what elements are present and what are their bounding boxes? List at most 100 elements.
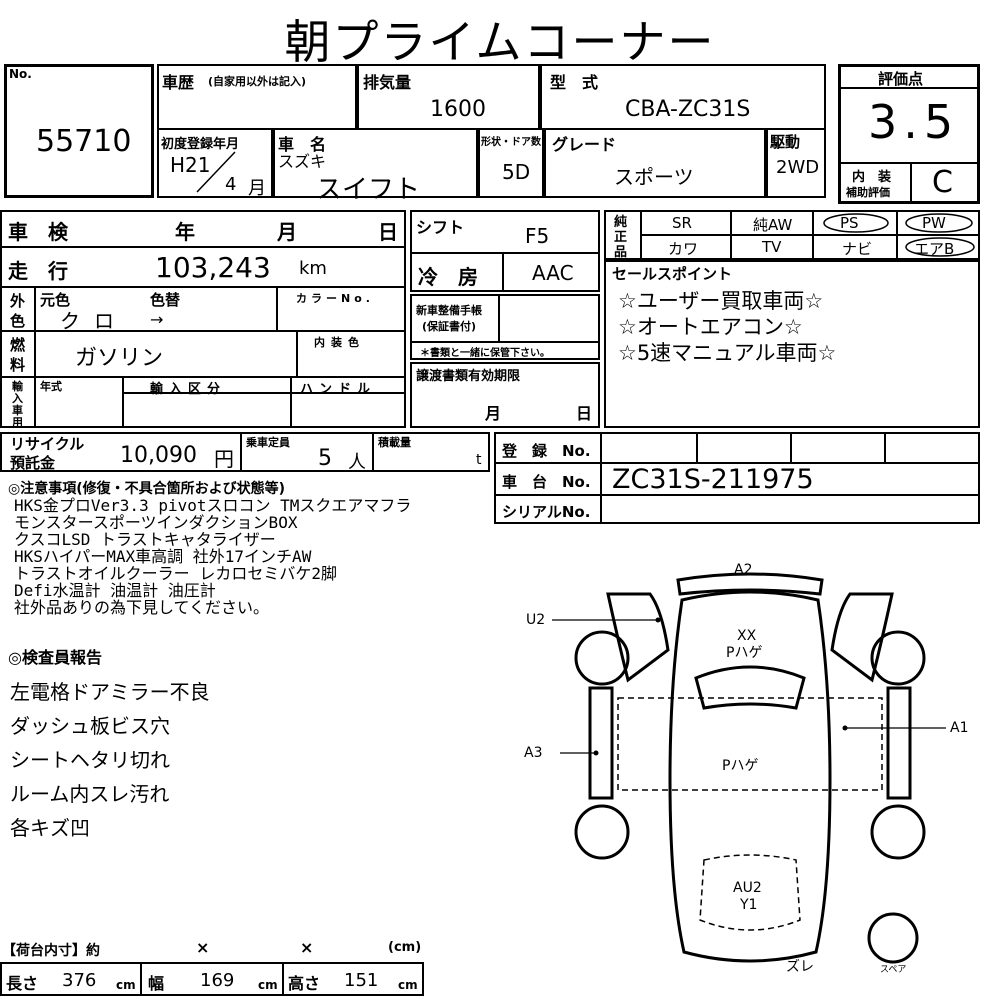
equip-sr: SR	[672, 214, 692, 232]
cargo-length-label: 長さ	[6, 974, 39, 993]
manual-cell	[410, 294, 600, 360]
drive-label: 駆動	[770, 133, 801, 151]
mileage-label: 走 行	[8, 259, 68, 283]
report-line: ルーム内スレ汚れ	[10, 782, 170, 806]
cargo-height: 151	[344, 970, 379, 991]
recycle-label-2: 預託金	[10, 454, 56, 472]
cargo-x2: ×	[300, 938, 314, 957]
ac-label: 冷 房	[418, 265, 478, 289]
car-name-label: 車 名	[278, 135, 327, 154]
cargo-x1: ×	[196, 938, 210, 957]
damage-a2: A2	[734, 562, 753, 578]
import-handle-label: ハンドル	[300, 382, 377, 397]
cargo-height-cm: cm	[398, 978, 418, 992]
left-front-fender	[606, 592, 670, 683]
wheel-fl	[574, 630, 630, 686]
report-line: シートヘタリ切れ	[10, 748, 170, 772]
ac-value: AAC	[532, 261, 574, 285]
equipment-side-2: 正	[614, 230, 628, 245]
grade-value: スポーツ	[614, 165, 694, 189]
import-side-4: 用	[12, 416, 23, 429]
report-label: ◎検査員報告	[8, 648, 102, 667]
transfer-cell	[410, 362, 600, 428]
cargo-width-cm: cm	[258, 978, 278, 992]
capacity-unit: 人	[348, 452, 366, 473]
doors-cell	[478, 128, 544, 198]
color-orig-label: 元色	[40, 291, 71, 309]
right-front-fender	[830, 592, 894, 683]
import-side-2: 入	[12, 392, 23, 405]
registration-label: 登 録 No.	[502, 442, 591, 460]
capacity-value: 5	[318, 446, 332, 471]
wheel-rl	[574, 804, 630, 860]
left-sill	[588, 686, 614, 800]
car-maker: スズキ	[278, 152, 327, 171]
doors-value: 5D	[502, 160, 531, 184]
transfer-month: 月	[485, 404, 502, 423]
shift-value: F5	[525, 224, 550, 248]
serial-cell	[494, 494, 980, 524]
cargo-length: 376	[62, 970, 97, 991]
manual-note: ＊書類と一緒に保管下さい。	[420, 348, 550, 359]
windshield	[694, 665, 806, 710]
displacement-label: 排気量	[363, 73, 412, 92]
car-name-value: スイフト	[316, 175, 421, 205]
damage-a1: A1	[950, 720, 969, 736]
color-code-label: カラーNo.	[296, 292, 374, 305]
load-label: 積載量	[378, 436, 411, 449]
drive-cell	[766, 128, 826, 198]
notes-body: HKS金プロVer3.3 pivotスロコン TMスクエアマフラ モンスタースポ…	[14, 497, 411, 616]
interior-color-label: 内装色	[314, 336, 365, 349]
lot-box	[4, 64, 154, 198]
recycle-label-1: リサイクル	[10, 435, 85, 453]
recycle-unit: 円	[214, 447, 234, 471]
report-body: 左電格ドアミラー不良 ダッシュ板ビス穴 シートヘタリ切れ ルーム内スレ汚れ 各キ…	[10, 676, 210, 846]
cargo-label: 【荷台内寸】約	[2, 943, 100, 959]
displacement-value: 1600	[430, 97, 486, 122]
spare-label: スペア	[880, 965, 907, 975]
score-label: 評価点	[878, 70, 924, 88]
inspection-label: 車 検	[8, 220, 68, 244]
damage-phage-hood: Pハゲ	[726, 645, 763, 661]
sales-point-label: セールスポイント	[612, 265, 733, 283]
equip-leather: カワ	[668, 240, 699, 258]
equip-pw: PW	[922, 214, 946, 232]
chassis-label: 車 台 No.	[502, 473, 591, 491]
equipment-side-3: 品	[614, 245, 628, 260]
note-line: モンスタースポーツインダクションBOX	[14, 513, 298, 532]
import-class-label: 輸入区分	[150, 382, 227, 397]
import-cell	[0, 376, 406, 428]
note-line: HKSハイパーMAX車高調 社外17インチAW	[14, 547, 312, 566]
grade-label: グレード	[552, 135, 617, 154]
equip-airbag: エアB	[914, 240, 955, 258]
inspection-day: 日	[378, 220, 398, 244]
sales-point-1: ☆ユーザー買取車両☆	[618, 289, 824, 313]
damage-a3: A3	[524, 745, 543, 761]
chassis-value: ZC31S-211975	[612, 464, 814, 495]
first-reg-cell	[157, 128, 273, 198]
model-label: 型 式	[550, 73, 599, 92]
first-reg-month: 4	[225, 174, 237, 195]
load-unit: t	[476, 452, 482, 468]
cargo-unit: (cm)	[388, 940, 422, 955]
notes-label: ◎注意事項(修復・不具合箇所および状態等)	[8, 481, 286, 497]
interior-label-2: 補助評価	[846, 186, 890, 199]
equip-ps: PS	[840, 214, 859, 232]
cargo-height-label: 高さ	[288, 974, 321, 993]
equip-aw: 純AW	[753, 216, 793, 234]
recycle-value: 10,090	[120, 443, 197, 468]
note-line: トラストオイルクーラー レカロセミバケ2脚	[14, 564, 337, 583]
manual-label-2: (保証書付)	[422, 320, 477, 333]
manual-label-1: 新車整備手帳	[416, 304, 482, 317]
cargo-width: 169	[200, 970, 235, 991]
fuel-side-1: 燃	[10, 336, 26, 354]
mileage-unit: km	[299, 258, 327, 279]
score-box	[838, 64, 980, 204]
lot-label: No.	[9, 67, 32, 81]
serial-label: シリアルNo.	[502, 503, 591, 521]
recycle-cell	[0, 432, 490, 472]
import-side-3: 車	[12, 404, 23, 417]
damage-u2: U2	[526, 612, 546, 628]
transfer-day: 日	[576, 404, 593, 423]
transfer-label: 譲渡書類有効期限	[416, 369, 521, 384]
